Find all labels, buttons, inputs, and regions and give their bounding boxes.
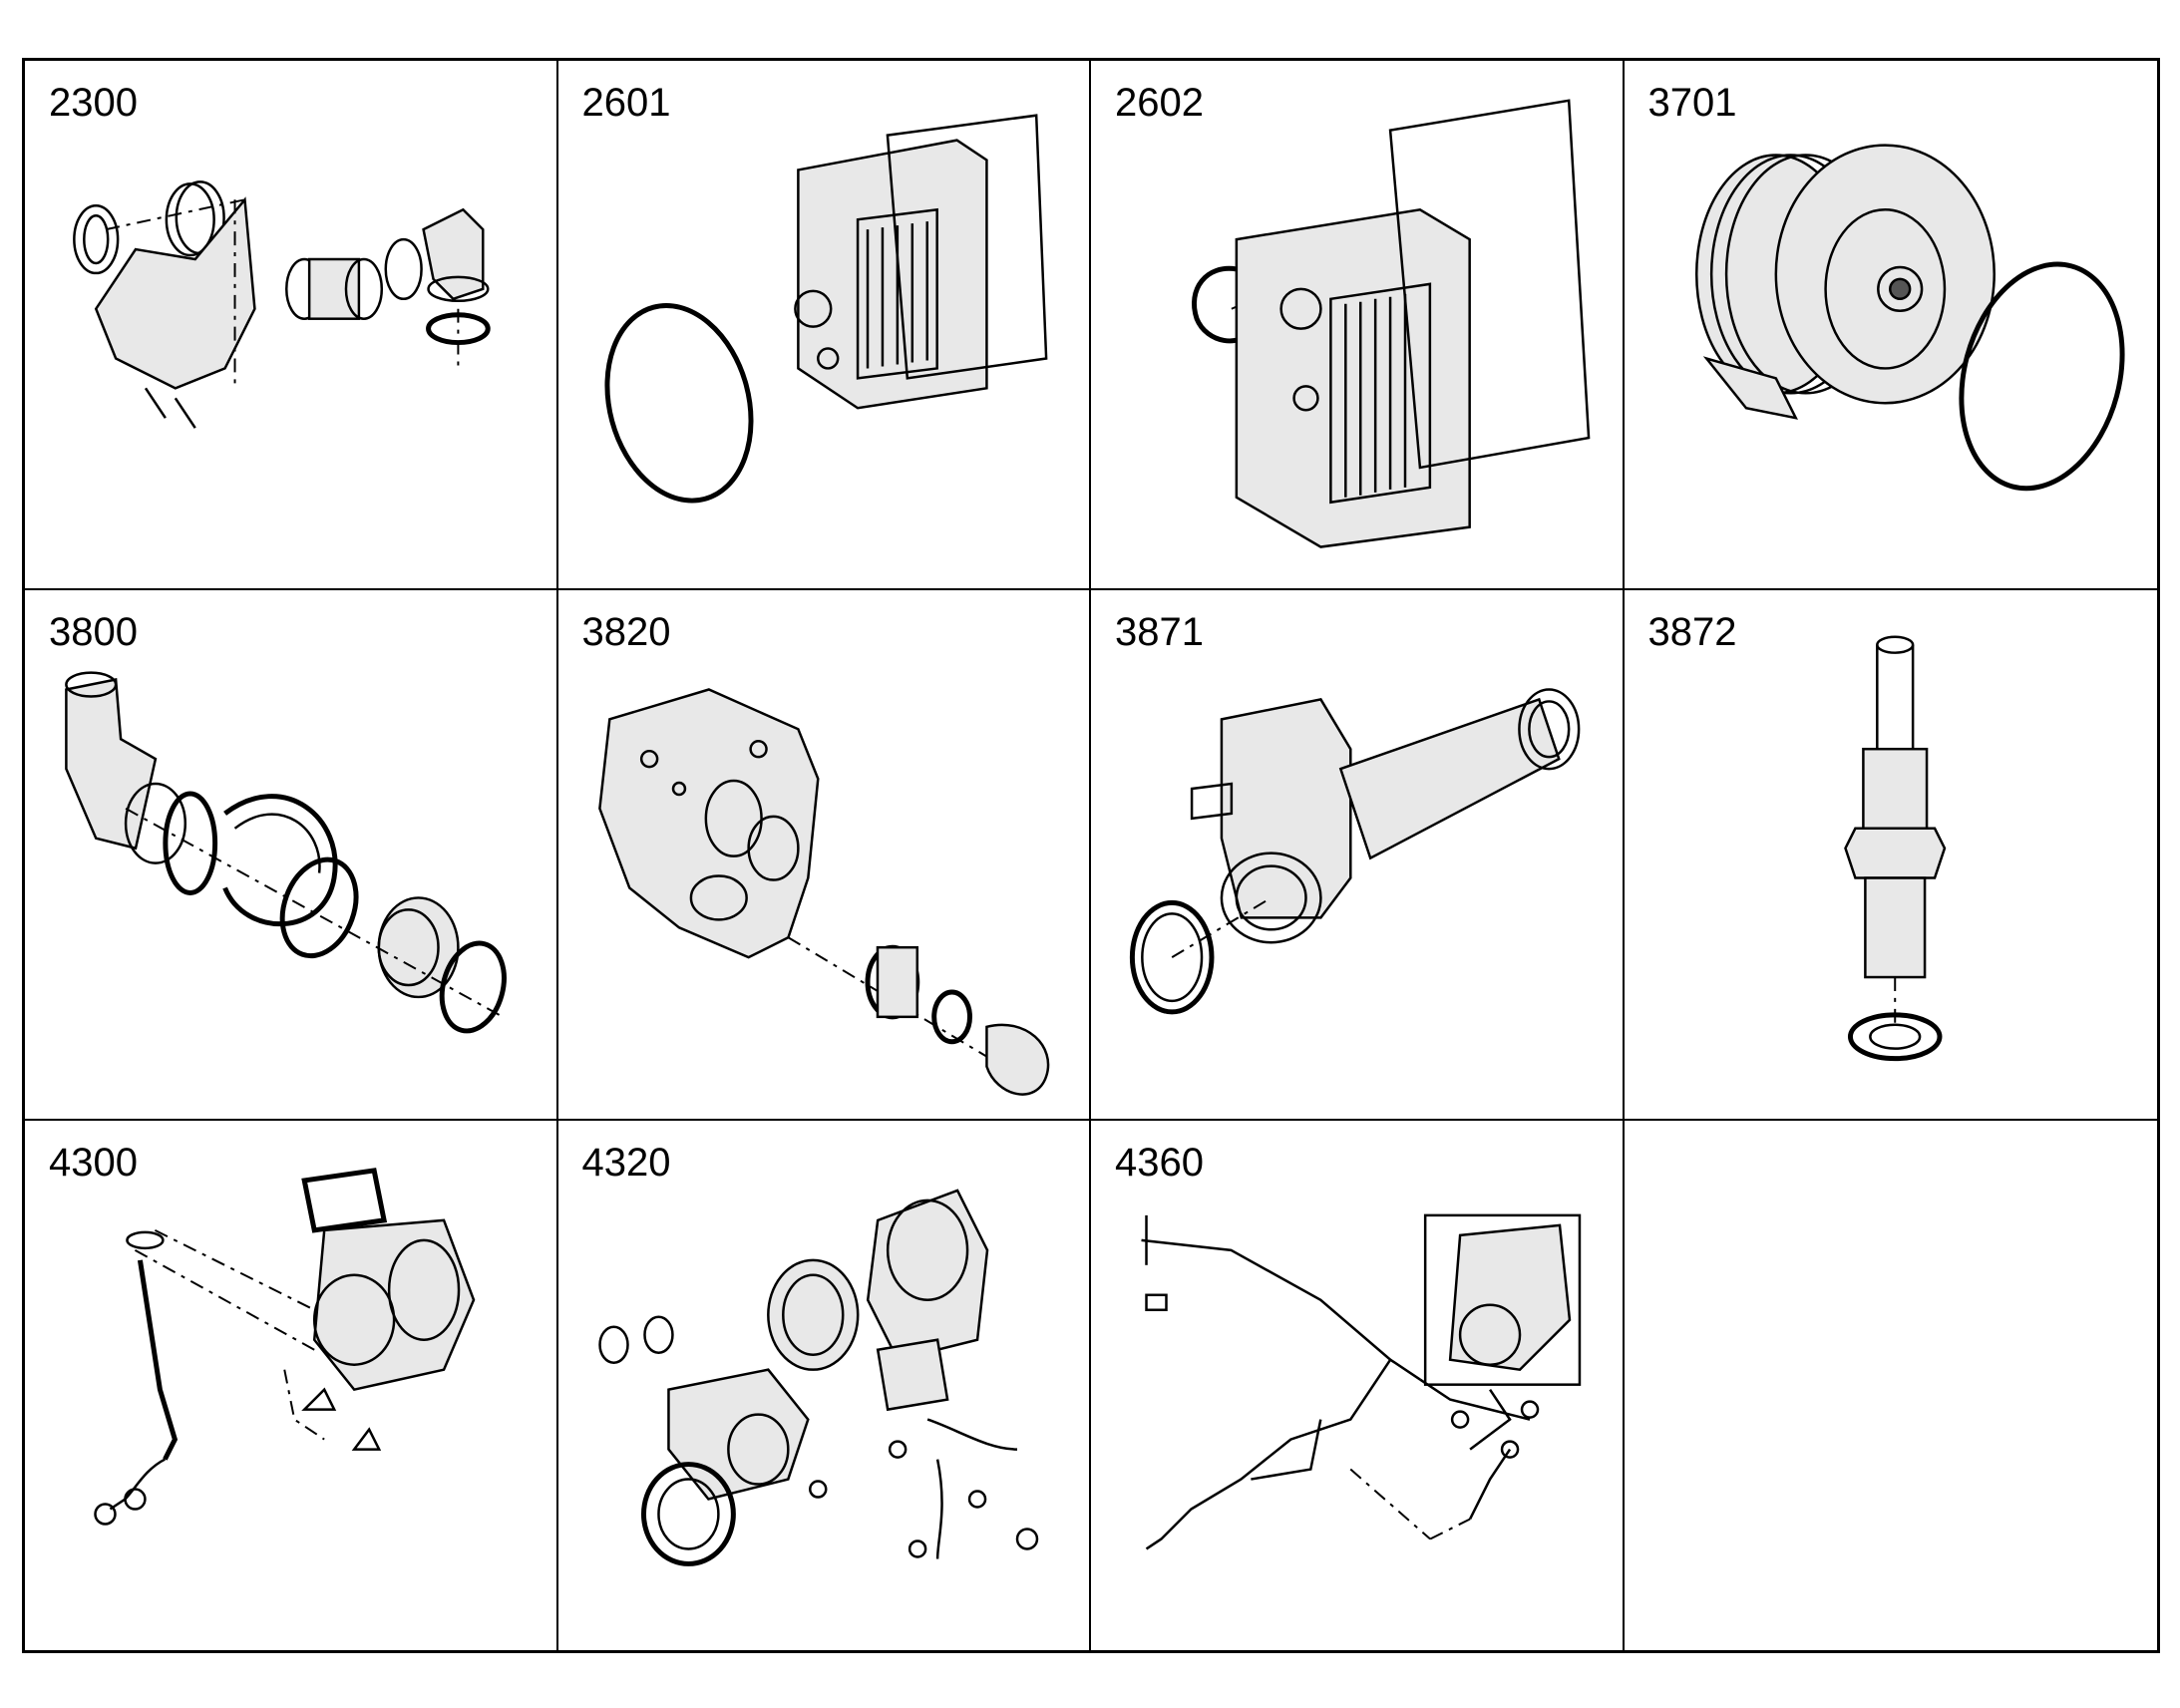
part-cell-3800[interactable]: 3800 (25, 590, 558, 1121)
part-cell-3872[interactable]: 3872 (1624, 590, 2157, 1121)
parts-grid: 2300 2601 2602 (22, 58, 2160, 1653)
exhaust-components-icon (597, 1189, 1038, 1566)
part-cell-3871[interactable]: 3871 (1091, 590, 1625, 1121)
part-cell-4360[interactable]: 4360 (1091, 1120, 1625, 1650)
part-number: 3820 (581, 610, 671, 655)
water-pump-icon (1694, 144, 2125, 492)
part-cell-2601[interactable]: 2601 (557, 61, 1091, 591)
thermostat-housing-icon (1129, 688, 1581, 1015)
part-cell-3701[interactable]: 3701 (1624, 61, 2157, 591)
engine-front-cover-icon (597, 688, 1049, 1097)
part-number: 4360 (1115, 1140, 1204, 1185)
part-number: 2602 (1115, 81, 1204, 125)
part-cell-4300[interactable]: 4300 (25, 1120, 558, 1650)
part-cell-2300[interactable]: 2300 (25, 61, 558, 591)
sensor-connector-icon (1843, 635, 1946, 1062)
part-number: 3701 (1647, 81, 1737, 125)
wiring-harness-icon (1141, 1213, 1582, 1550)
part-number: 2300 (49, 81, 138, 125)
part-number: 3800 (49, 610, 138, 655)
part-cell-3820[interactable]: 3820 (557, 590, 1091, 1121)
part-number: 4320 (581, 1140, 671, 1185)
coolant-connection-icon (65, 671, 507, 1034)
empty-cell (1625, 1121, 2158, 1650)
part-cell-4320[interactable]: 4320 (558, 1120, 1091, 1650)
part-number: 4300 (49, 1140, 138, 1185)
part-number: 3872 (1647, 610, 1737, 655)
turbocharger-icon (94, 1167, 476, 1526)
part-number: 2601 (581, 81, 671, 125)
intercooler-with-clip-icon (1192, 99, 1591, 548)
charge-air-pipe-assembly-icon (73, 180, 491, 429)
part-cell-2602[interactable]: 2602 (1091, 61, 1625, 591)
intercooler-icon (603, 114, 1047, 504)
part-number: 3871 (1115, 610, 1204, 655)
